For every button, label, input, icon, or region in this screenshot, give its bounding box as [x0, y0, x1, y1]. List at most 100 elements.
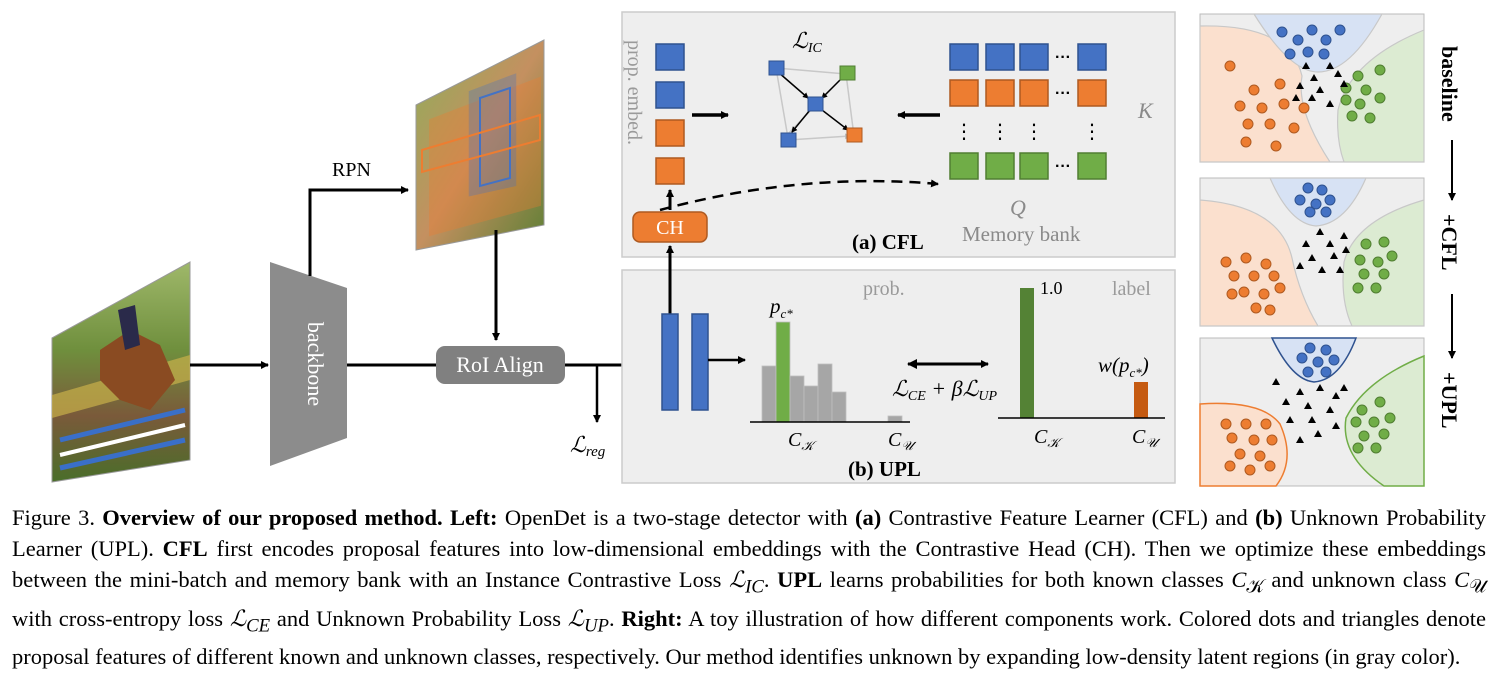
p-c-star-label: pc* — [768, 294, 793, 321]
embed-square — [655, 81, 685, 109]
feature-dot — [1260, 418, 1272, 430]
unknown-triangle — [1292, 94, 1300, 101]
feature-dot — [1384, 412, 1396, 424]
prob-bar — [887, 415, 903, 423]
feature-dot — [1310, 198, 1322, 210]
unknown-triangle — [1316, 384, 1324, 391]
ck-label-left: C𝒦 — [788, 429, 817, 453]
feature-dot — [1220, 418, 1232, 430]
feature-dot — [1328, 354, 1340, 366]
embed-square — [655, 119, 685, 147]
feature-dot — [1374, 92, 1386, 104]
label-bar-chart — [1020, 288, 1148, 418]
feature-dot — [1352, 442, 1364, 454]
prob-bar — [803, 385, 819, 423]
feature-dot — [1320, 206, 1332, 218]
prob-bar — [761, 365, 777, 423]
feature-dot — [1258, 288, 1270, 300]
ck-label-right: C𝒦 — [1034, 426, 1063, 450]
feature-dot — [1318, 48, 1330, 60]
unknown-triangle — [1314, 430, 1322, 437]
unknown-triangle — [1286, 416, 1294, 423]
feature-dot — [1250, 302, 1262, 314]
reg-loss-label: ℒreg — [570, 432, 606, 460]
feature-dot — [1268, 270, 1280, 282]
prob-bar — [789, 375, 805, 423]
feature-dot — [1260, 258, 1272, 270]
feature-dot — [1284, 48, 1296, 60]
feature-dot — [1292, 34, 1304, 46]
method-overview-diagram: backbone RPN RoI Align ℒreg prop. embed.… — [51, 11, 1462, 487]
embed-square — [655, 157, 685, 185]
ch-label: CH — [656, 217, 684, 239]
unknown-triangle — [1332, 422, 1340, 429]
feature-dot — [1226, 432, 1238, 444]
proposal-image — [415, 39, 545, 251]
figure-caption: Figure 3. Overview of our proposed metho… — [12, 505, 1487, 669]
feature-dot — [1288, 122, 1300, 134]
label-bar-known — [1020, 288, 1034, 418]
contrastive-head-block — [632, 211, 708, 243]
feature-dot — [1320, 366, 1332, 378]
cfl-panel: prop. embed. ℒIC — [621, 11, 1176, 258]
unknown-triangle — [1326, 62, 1334, 69]
cfl-title: (a) CFL — [852, 230, 924, 254]
unknown-triangle — [1336, 266, 1344, 273]
feature-dot — [1372, 256, 1384, 268]
unknown-triangle — [1340, 80, 1348, 87]
unknown-triangle — [1316, 86, 1324, 93]
input-image — [51, 261, 191, 483]
feature-dot — [1302, 182, 1314, 194]
unknown-triangle — [1302, 240, 1310, 247]
feature-dot — [1352, 70, 1364, 82]
unknown-triangle — [1340, 232, 1348, 239]
unknown-triangle — [1326, 100, 1334, 107]
prob-bar — [817, 363, 833, 423]
unknown-triangle — [1316, 228, 1324, 235]
feature-dot — [1378, 268, 1390, 280]
contrastive-graph — [768, 60, 863, 148]
unknown-triangle — [1308, 94, 1316, 101]
feature-dot — [1264, 304, 1276, 316]
feature-dot — [1354, 98, 1366, 110]
unknown-triangle — [1310, 74, 1318, 81]
svg-text:⋮: ⋮ — [1024, 119, 1044, 143]
prob-label: prob. — [863, 278, 905, 300]
feature-dot — [1302, 366, 1314, 378]
feature-dot — [1352, 282, 1364, 294]
feature-dot — [1244, 464, 1256, 476]
unknown-triangle — [1296, 388, 1304, 395]
fc-layer — [661, 313, 679, 411]
unknown-triangle — [1304, 402, 1312, 409]
feature-dot — [1354, 254, 1366, 266]
feature-dot — [1370, 282, 1382, 294]
svg-text:···: ··· — [1055, 158, 1071, 175]
toy-illustration: baseline +CFL +UPL — [1199, 13, 1462, 487]
unknown-triangle — [1332, 392, 1340, 399]
feature-dot — [1368, 416, 1380, 428]
feature-dot — [1264, 460, 1276, 472]
k-label: K — [1137, 98, 1154, 123]
feature-dot — [1234, 448, 1246, 460]
feature-dot — [1248, 84, 1260, 96]
feature-dot — [1334, 24, 1346, 36]
feature-dot — [1220, 256, 1232, 268]
feature-dot — [1256, 102, 1268, 114]
feature-dot — [1374, 64, 1386, 76]
feature-dot — [1296, 352, 1308, 364]
feature-dot — [1298, 102, 1310, 114]
label-bar-unknown — [1134, 382, 1148, 418]
prob-bar-chart — [761, 321, 903, 423]
feature-dot — [1364, 112, 1376, 124]
feature-dot — [1276, 26, 1288, 38]
one-label: 1.0 — [1040, 278, 1063, 298]
panel-label-upl: +UPL — [1437, 372, 1462, 429]
toy-panel-cfl — [1199, 177, 1425, 327]
toy-panel-baseline — [1199, 13, 1425, 163]
feature-dot — [1346, 110, 1358, 122]
unknown-triangle — [1282, 398, 1290, 405]
feature-dot — [1240, 252, 1252, 264]
feature-dot — [1274, 282, 1286, 294]
rpn-label: RPN — [332, 159, 371, 181]
feature-dot — [1240, 136, 1252, 148]
